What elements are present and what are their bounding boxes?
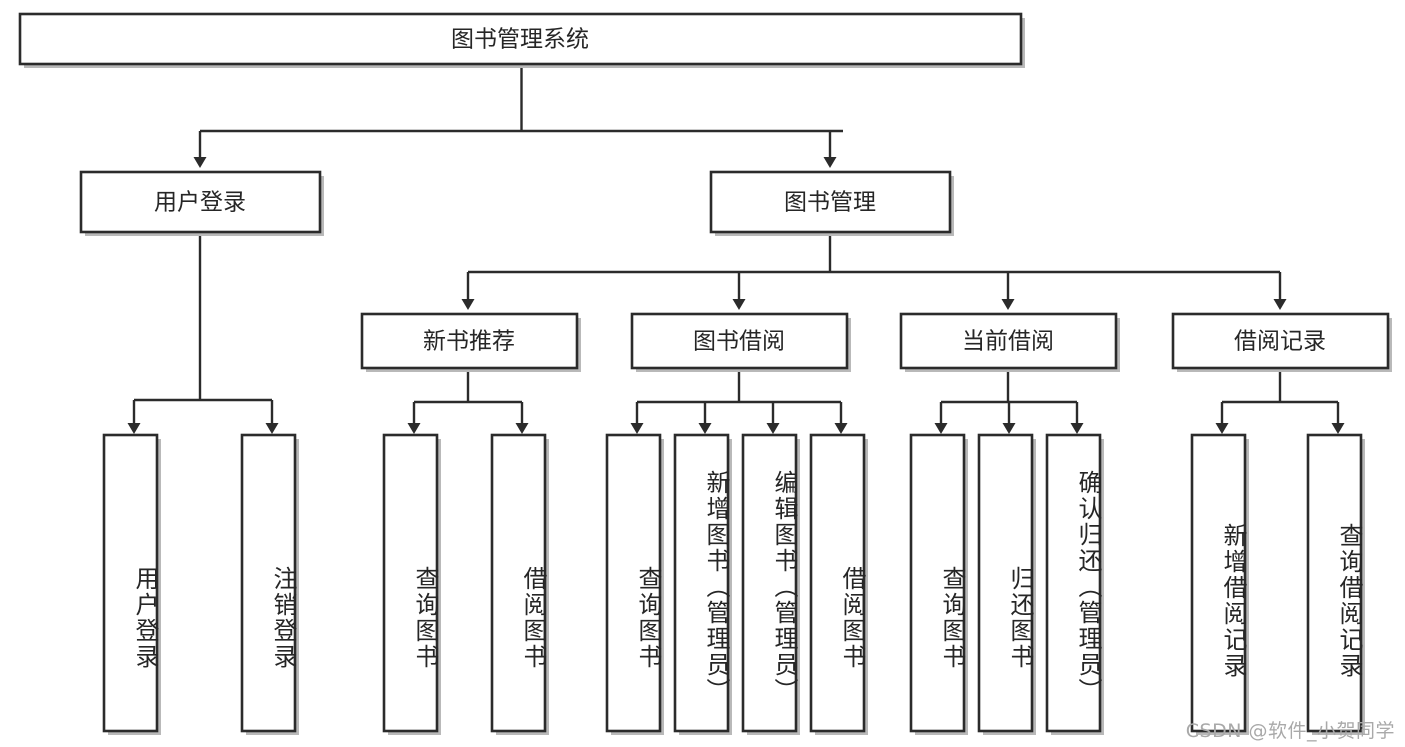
edge-group-book-manage-to-level3 — [461, 232, 1287, 310]
edge-group-borrow-record-to-leaves — [1215, 372, 1345, 434]
node-leaf-query-record[interactable] — [1306, 433, 1365, 735]
node-book-manage-label: 图书管理 — [784, 190, 876, 216]
node-leaf-add-record[interactable] — [1190, 433, 1249, 735]
node-leaf-borrow-book-2[interactable] — [809, 433, 868, 735]
node-borrow-record-label: 借阅记录 — [1234, 329, 1326, 355]
node-leaf-borrow-book-1[interactable] — [490, 433, 549, 735]
node-borrow-record[interactable]: 借阅记录 — [1171, 312, 1392, 372]
node-leaf-add-book[interactable] — [673, 433, 732, 735]
node-root[interactable]: 图书管理系统 — [18, 12, 1025, 68]
node-root-label: 图书管理系统 — [451, 27, 589, 53]
node-leaf-user-login[interactable] — [102, 433, 161, 735]
node-leaf-query-book-1[interactable] — [382, 433, 441, 735]
edge-group-new-book-recommend-to-leaves — [407, 372, 529, 434]
node-leaf-logout-login[interactable] — [240, 433, 299, 735]
edge-group-book-borrow-to-leaves — [630, 372, 848, 434]
edge-group-user-login-to-leaves — [127, 232, 279, 434]
node-leaf-edit-book[interactable] — [741, 433, 800, 735]
node-book-manage[interactable]: 图书管理 — [709, 170, 954, 236]
node-new-book-recommend-label: 新书推荐 — [423, 329, 515, 355]
edge-group-current-borrow-to-leaves — [934, 372, 1084, 434]
node-leaf-query-book-2[interactable] — [605, 433, 664, 735]
node-user-login[interactable]: 用户登录 — [79, 170, 324, 236]
node-book-borrow[interactable]: 图书借阅 — [630, 312, 851, 372]
csdn-watermark: CSDN @软件_小贺同学 — [1185, 720, 1395, 742]
node-leaf-query-book-3[interactable] — [909, 433, 968, 735]
node-current-borrow-label: 当前借阅 — [962, 329, 1054, 355]
node-leaf-return-book[interactable] — [977, 433, 1036, 735]
node-current-borrow[interactable]: 当前借阅 — [899, 312, 1120, 372]
node-book-borrow-label: 图书借阅 — [693, 329, 785, 355]
node-leaf-confirm-return[interactable] — [1045, 433, 1104, 735]
node-user-login-label: 用户登录 — [154, 190, 246, 216]
edge-group-root-to-level2 — [193, 64, 843, 168]
node-new-book-recommend[interactable]: 新书推荐 — [360, 312, 581, 372]
